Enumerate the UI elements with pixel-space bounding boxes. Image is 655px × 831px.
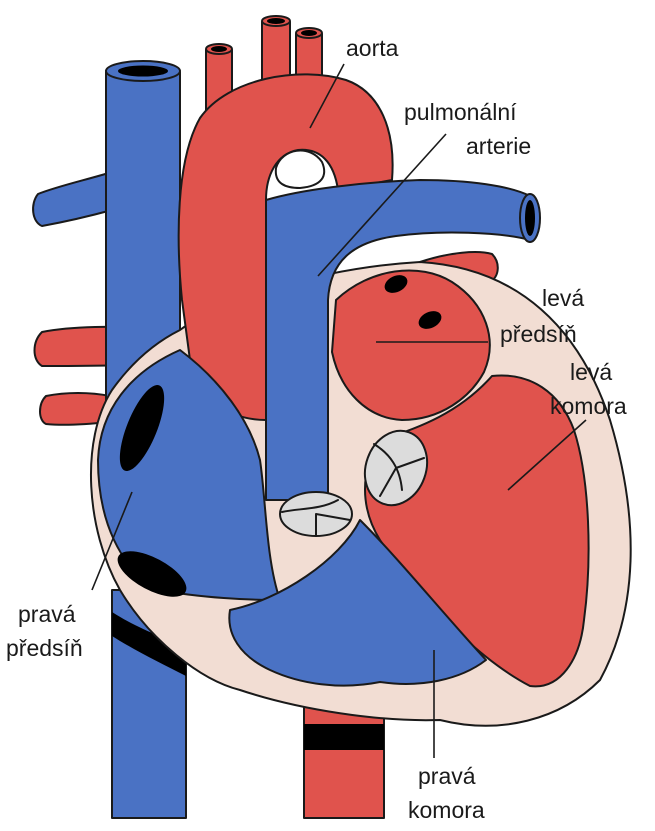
label-left-atrium-line2: předsíň <box>500 321 577 347</box>
label-right-ventricle-line1: pravá <box>418 763 476 789</box>
label-right-ventricle-line2: komora <box>408 797 485 823</box>
label-left-ventricle-line1: levá <box>570 359 612 385</box>
label-pulmonary-artery-line2: arterie <box>466 133 531 159</box>
label-right-atrium-line2: předsíň <box>6 635 83 661</box>
label-pulmonary-artery-line1: pulmonální <box>404 99 517 125</box>
descending-aorta-band <box>304 724 384 750</box>
label-aorta: aorta <box>346 35 399 61</box>
label-right-atrium-line1: pravá <box>18 601 76 627</box>
label-left-ventricle-line2: komora <box>550 393 627 419</box>
brachiocephalic-vein <box>33 172 112 226</box>
pulmonary-valve <box>280 492 352 536</box>
label-left-atrium-line1: levá <box>542 285 584 311</box>
